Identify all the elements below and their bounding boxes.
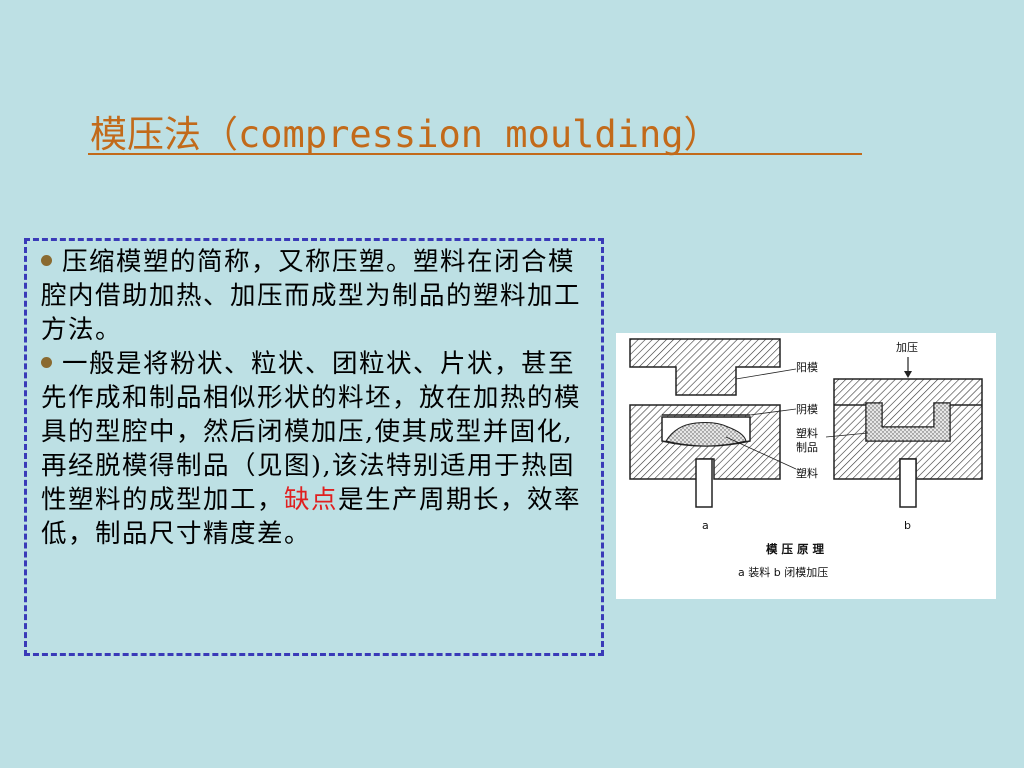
upper-mold-a bbox=[629, 338, 781, 396]
label-a: a bbox=[702, 519, 709, 532]
caption-title: 模 压 原 理 bbox=[766, 542, 825, 556]
label-lower-mold: 阴模 bbox=[796, 403, 818, 416]
bullet-item-2: 一般是将粉状、粒状、团粒状、片状，甚至先作成和制品相似形状的料坯，放在加热的模具… bbox=[41, 347, 591, 551]
highlight-text: 缺点 bbox=[284, 485, 339, 515]
caption-sub: a 装料 b 闭模加压 bbox=[738, 565, 828, 579]
bullet-icon bbox=[41, 254, 52, 266]
label-product-2: 制品 bbox=[796, 441, 818, 454]
bullet-2-text: 一般是将粉状、粒状、团粒状、片状，甚至先作成和制品相似形状的料坯，放在加热的模具… bbox=[41, 349, 582, 515]
mold-closed-b bbox=[833, 378, 983, 480]
label-plastic: 塑料 bbox=[796, 466, 818, 480]
ejector-pin-b bbox=[899, 458, 917, 508]
plastic-charge-a bbox=[665, 422, 747, 447]
bullet-2-text-end: 是生产周期长，效率低，制品尺寸精度差。 bbox=[41, 485, 582, 549]
product-b bbox=[865, 402, 951, 442]
label-product-1: 塑料 bbox=[796, 426, 818, 440]
text-box: 压缩模塑的简称，又称压塑。塑料在闭合模腔内借助加热、加压而成型为制品的塑料加工方… bbox=[24, 238, 604, 656]
label-pressure: 加压 bbox=[896, 341, 918, 354]
slide-title: 模压法（compression moulding） bbox=[90, 113, 721, 156]
bullet-icon bbox=[41, 356, 52, 368]
ejector-pin-a bbox=[695, 458, 713, 508]
compression-molding-diagram: 加压 阳模 阴模 塑料 制品 塑料 a b 模 压 原 理 a 装料 b 闭模加… bbox=[616, 333, 996, 599]
label-upper-mold: 阳模 bbox=[796, 361, 818, 374]
bullet-item-1: 压缩模塑的简称，又称压塑。塑料在闭合模腔内借助加热、加压而成型为制品的塑料加工方… bbox=[41, 245, 591, 347]
label-b: b bbox=[904, 519, 911, 532]
bullet-1-text: 压缩模塑的简称，又称压塑。塑料在闭合模腔内借助加热、加压而成型为制品的塑料加工方… bbox=[41, 247, 582, 345]
title-underline bbox=[88, 153, 862, 155]
